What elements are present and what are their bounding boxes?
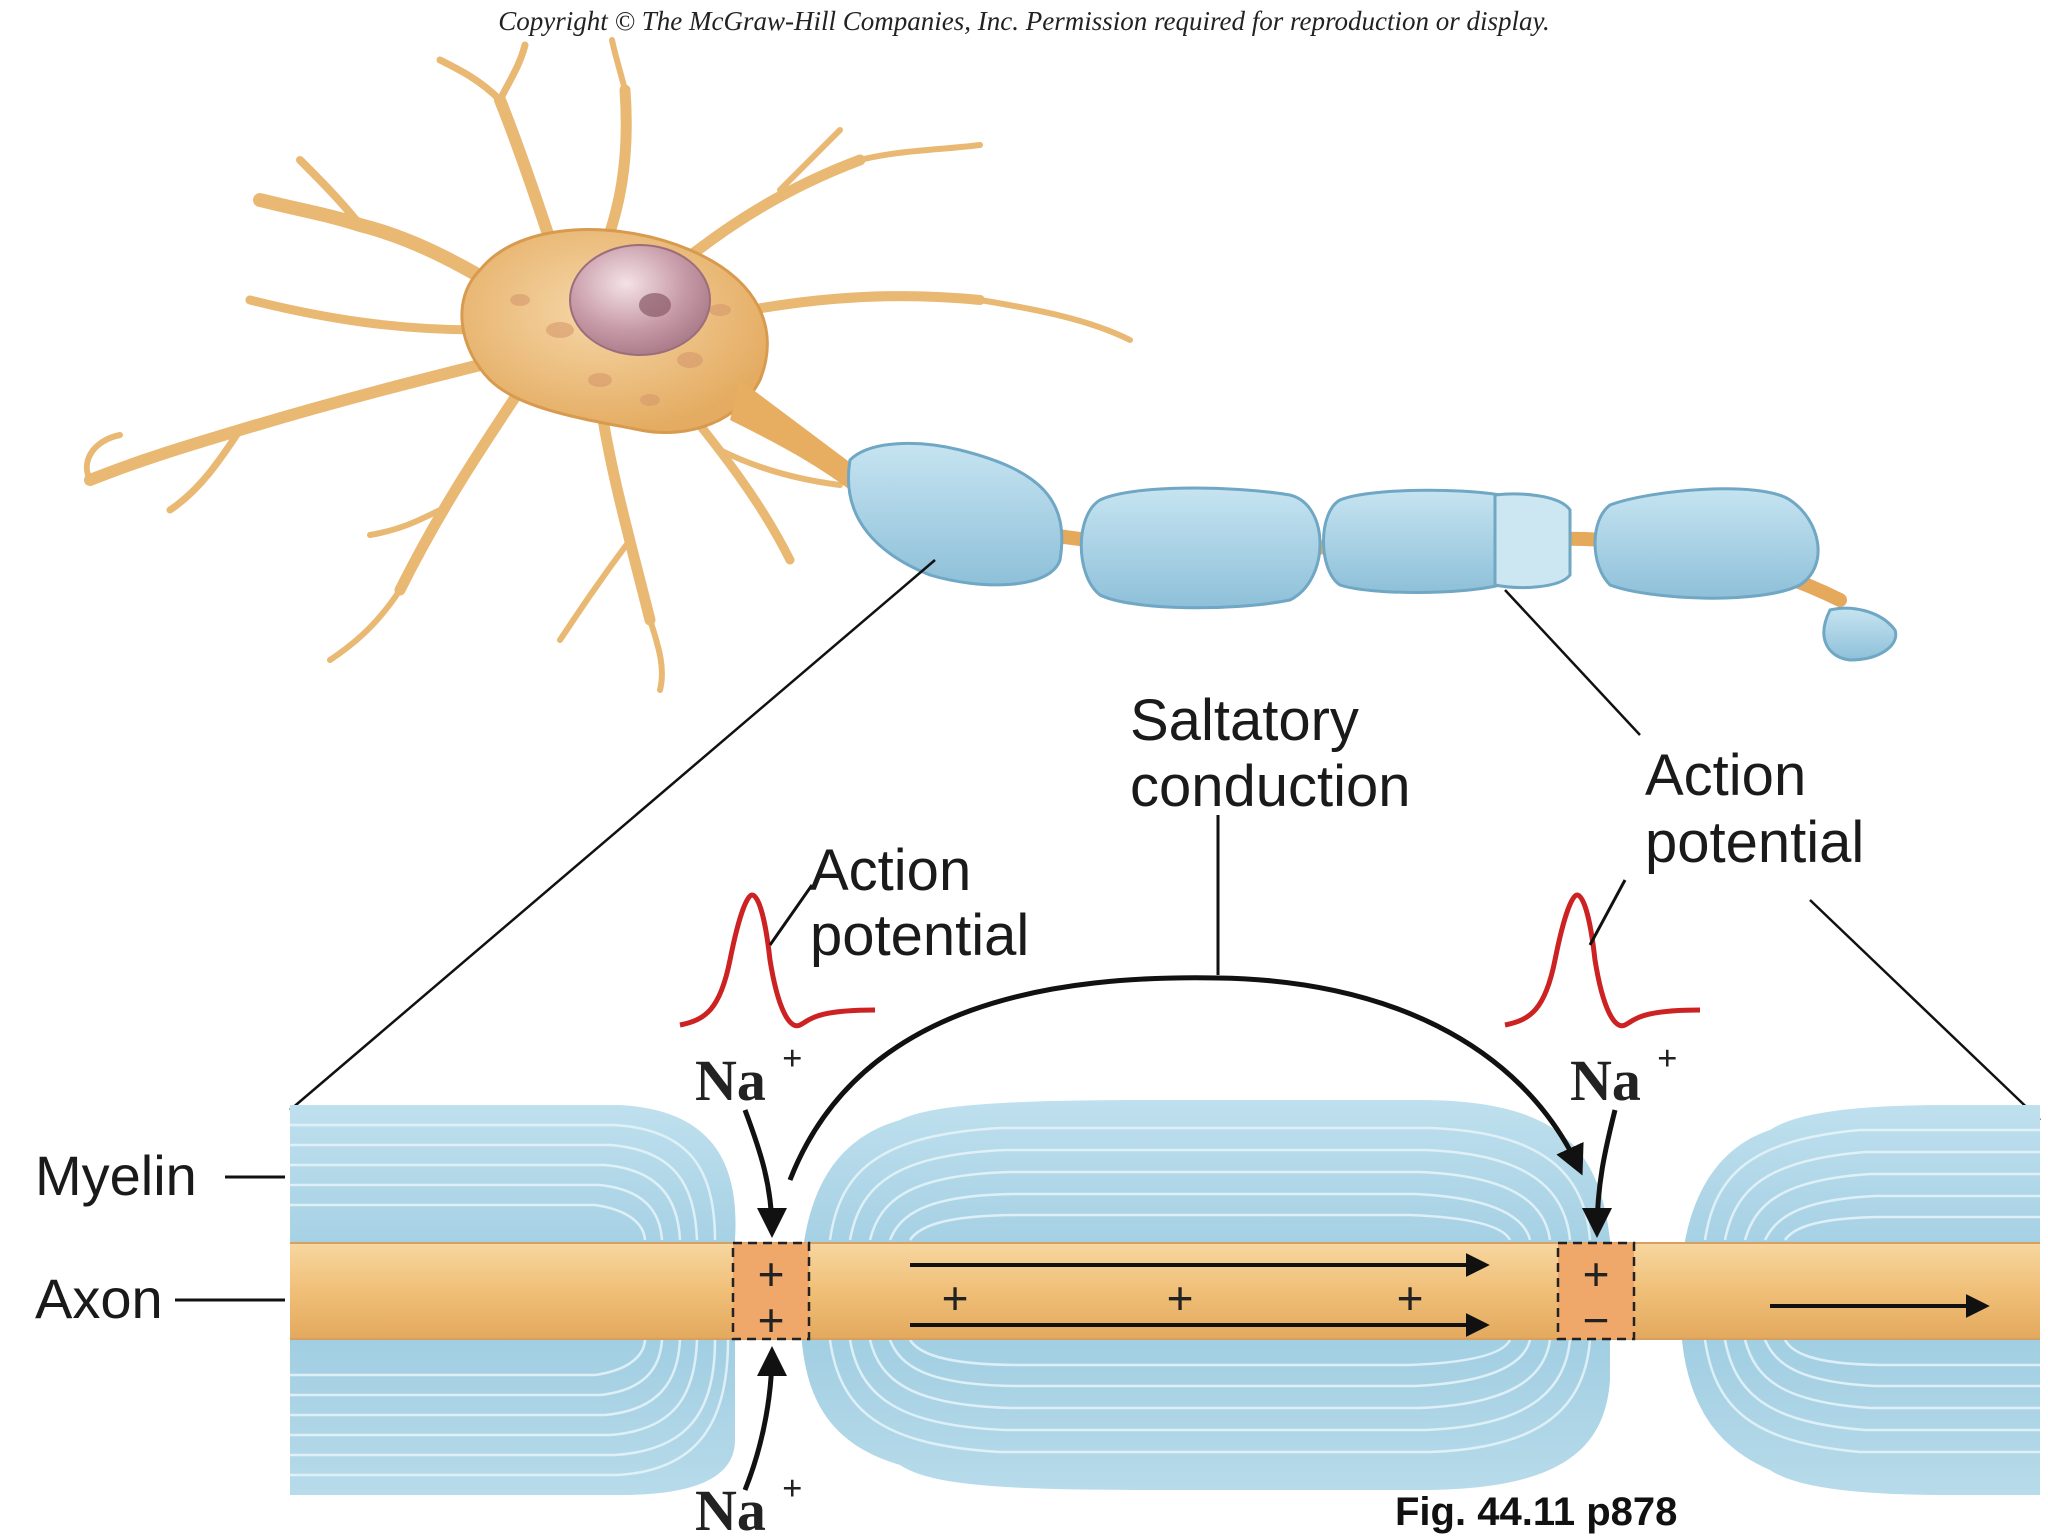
saltatory-label-line1: Saltatory [1130,688,1359,753]
svg-text:Na: Na [695,1478,766,1536]
svg-text:+: + [782,1038,803,1078]
nucleolus [639,293,671,317]
axon-hillock [730,380,860,490]
organelles [510,294,731,406]
svg-text:Na: Na [695,1048,766,1113]
myelin-sheaths [847,442,1898,662]
na-influx-arrows [742,1109,1618,1491]
saltatory-label-line2: conduction [1130,754,1411,819]
charge-node2-bottom: − [1583,1294,1610,1346]
ap-right-label-line2: potential [1645,810,1864,875]
axon-label: Axon [35,1267,163,1330]
node-of-ranvier-2 [1556,1241,1636,1341]
myelin-label: Myelin [35,1144,197,1207]
charge-internode-3: + [1397,1272,1424,1324]
figure-caption: Fig. 44.11 p878 [1395,1490,1677,1534]
svg-text:+: + [1657,1038,1678,1078]
node-of-ranvier-1 [731,1241,811,1341]
ap-left-label-line2: potential [810,903,1029,968]
saltatory-arc [787,975,1584,1181]
neuron-illustration [83,37,1898,693]
leader-lines [175,815,1627,1302]
charge-node1-top: + [758,1248,785,1300]
charge-node1-bottom: + [758,1294,785,1346]
ap-right-label-line1: Action [1645,743,1806,808]
cross-section: + + + − + + + [290,1100,2040,1495]
action-potential-curve-right [1504,892,1701,1029]
copyright-notice: Copyright © The McGraw-Hill Companies, I… [498,6,1549,36]
current-arrows [910,1253,1990,1337]
na-label-top-right: Na + [1570,1038,1678,1113]
ap-left-label-line1: Action [810,838,971,903]
charge-node2-top: + [1583,1248,1610,1300]
charge-internode-1: + [942,1272,969,1324]
action-potential-curve-left [679,892,876,1029]
zoom-lines [289,559,2041,1121]
nucleus [569,244,711,356]
charge-internode-2: + [1167,1272,1194,1324]
svg-text:Na: Na [1570,1048,1641,1113]
na-label-bottom-left: Na + [695,1468,803,1536]
svg-text:+: + [782,1468,803,1508]
na-label-top-left: Na + [695,1038,803,1113]
